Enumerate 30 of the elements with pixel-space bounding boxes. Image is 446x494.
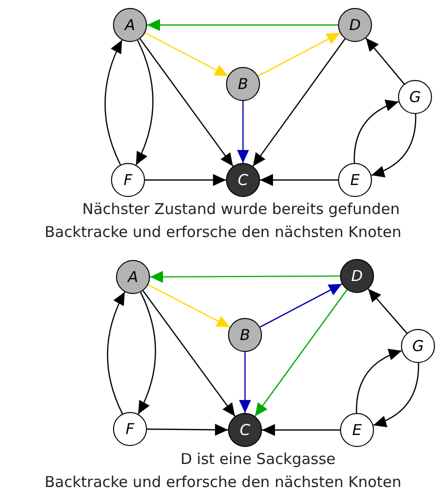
arrow	[147, 424, 228, 436]
caption-text: Nächster Zustand wurde bereits gefunden	[82, 199, 400, 219]
arrow	[104, 40, 123, 166]
arrow	[252, 38, 346, 167]
arrow	[260, 283, 342, 328]
arrow	[368, 288, 408, 334]
arrow	[260, 174, 338, 186]
arrow	[354, 100, 399, 164]
arrow	[148, 284, 230, 328]
arrow	[258, 32, 340, 77]
caption-text: D ist eine Sackgasse	[180, 449, 336, 469]
arrow	[142, 290, 236, 417]
arrow	[373, 362, 420, 427]
arrow	[138, 292, 156, 414]
arrow	[262, 424, 340, 436]
arrow	[254, 289, 348, 417]
caption-text: Backtracke und erforsche den nächsten Knoten	[44, 222, 402, 242]
arrow	[145, 174, 226, 186]
arrow	[365, 38, 405, 84]
caption-text: Backtracke und erforsche den nächsten Knoten	[44, 472, 402, 492]
arrow	[150, 270, 340, 283]
arrow	[356, 349, 402, 414]
arrow	[239, 352, 251, 413]
arrow	[135, 40, 154, 166]
arrow	[106, 292, 126, 414]
arrow	[140, 38, 234, 167]
arrow	[237, 101, 249, 163]
arrow	[144, 32, 228, 77]
arrow	[371, 114, 416, 177]
arrow	[147, 19, 338, 31]
